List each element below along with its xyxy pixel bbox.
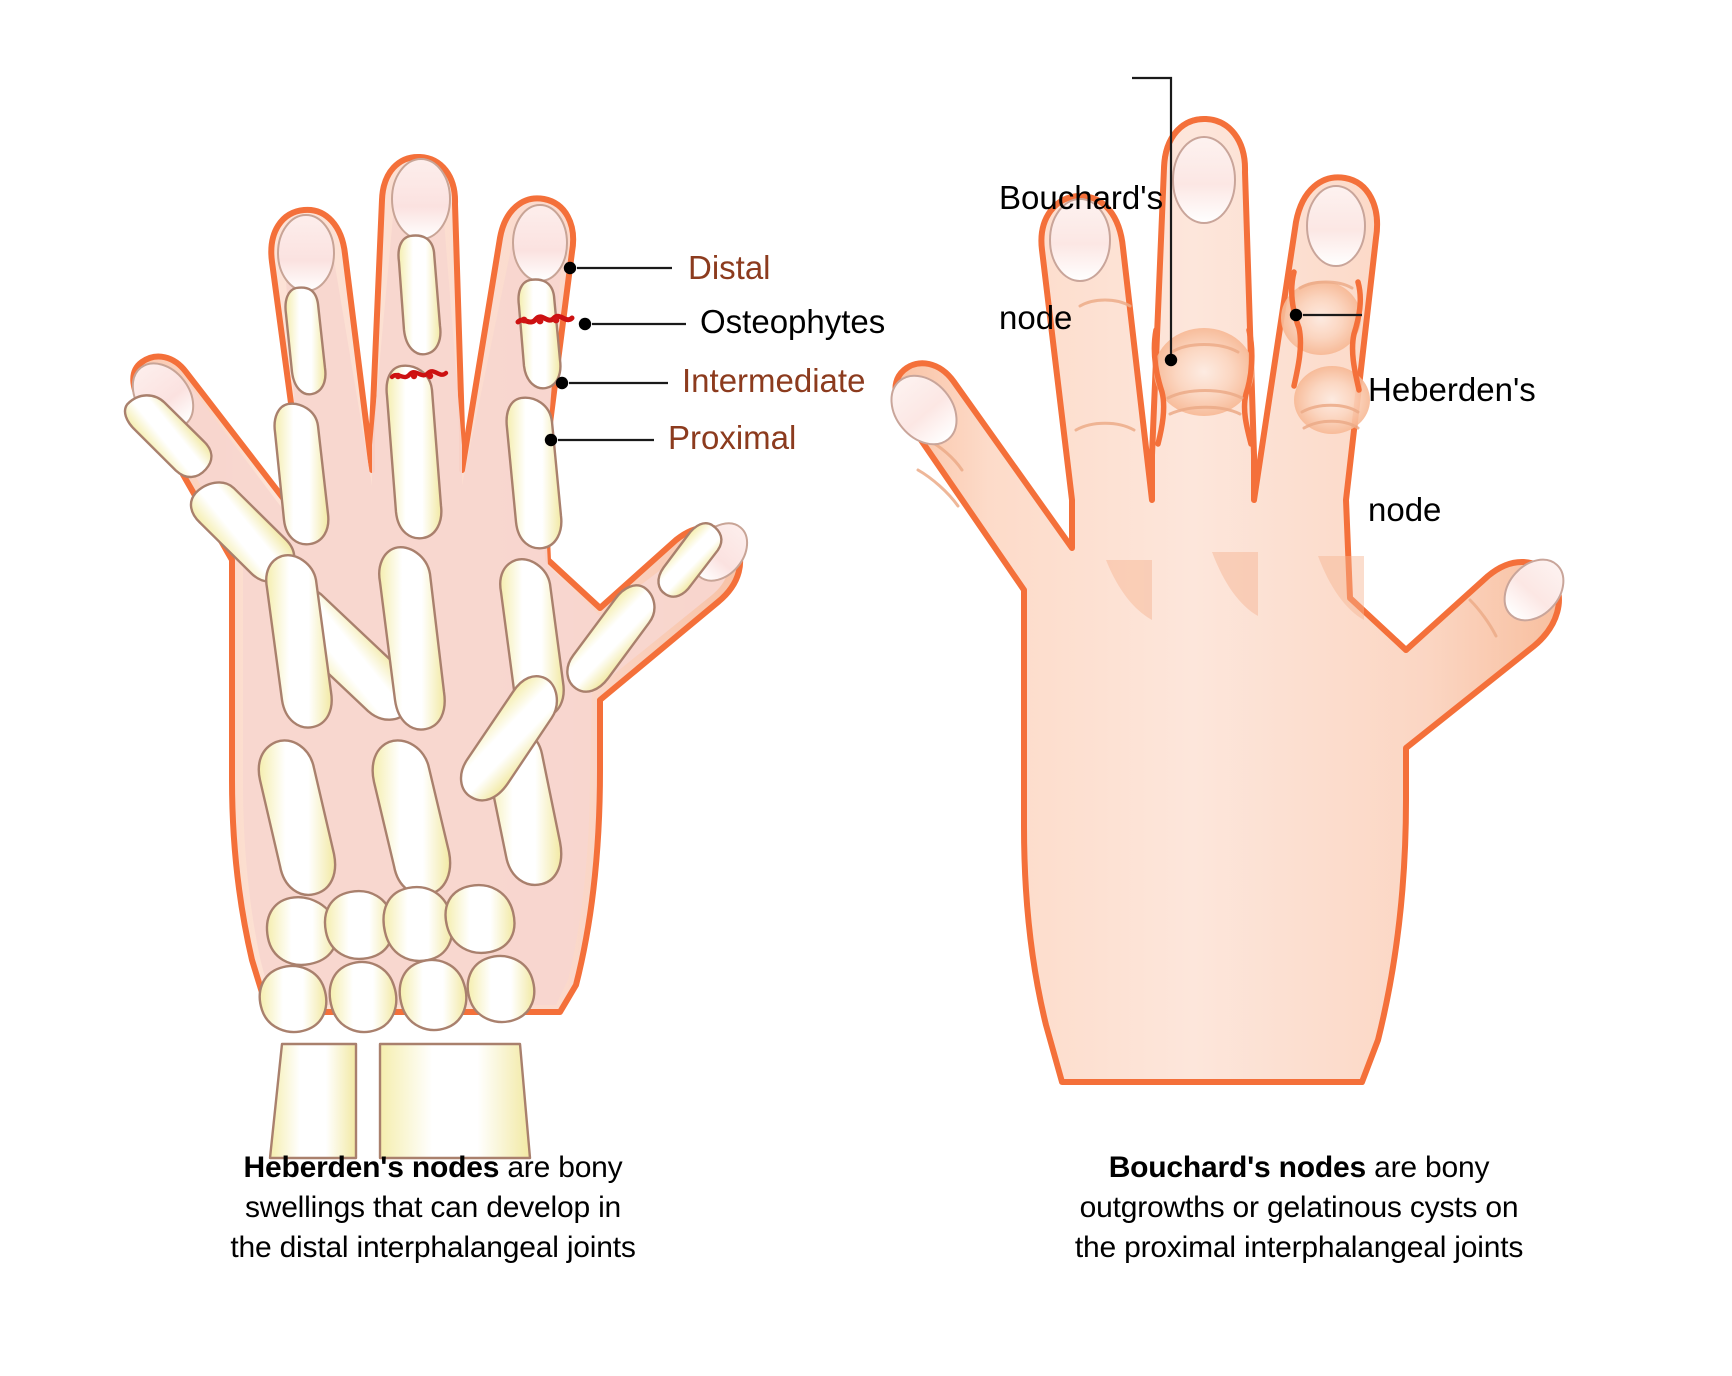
- ulna-bone: [378, 1042, 532, 1160]
- bones-group: [123, 234, 723, 1160]
- osteophyte-middle-finger: [389, 369, 449, 380]
- osteophyte-marks-group: [389, 313, 575, 380]
- finger-contours: [1151, 116, 1363, 447]
- caption-heberdens: Heberden's nodes are bony swellings that…: [0, 1148, 866, 1268]
- label-osteophytes: Osteophytes: [700, 303, 886, 340]
- caption-line-1-r: Bouchard's nodes are bony: [866, 1148, 1732, 1188]
- osteophyte-ring-finger: [515, 313, 575, 325]
- crease-thumb-2: [916, 468, 960, 508]
- crease-index-dip: [1078, 298, 1132, 308]
- dot-osteophytes: [578, 317, 592, 331]
- contour-middle-node-left: [1151, 327, 1167, 447]
- carpal-capitate: [382, 885, 454, 963]
- caption-line-3: the distal interphalangeal joints: [230, 1231, 636, 1264]
- caption-rest-heberdens: are bony: [499, 1151, 623, 1184]
- skin-crease-lines: [916, 280, 1498, 638]
- carpal-hamate: [444, 883, 516, 955]
- caption-line-3-r: the proximal interphalangeal joints: [1074, 1231, 1524, 1264]
- dot-distal: [563, 261, 577, 275]
- carpal-bones-group: [258, 883, 536, 1034]
- contour-middle-finger-left: [1161, 116, 1209, 171]
- label-heberdens-line1: Heberden's: [1368, 371, 1536, 408]
- leader-dots-right: [1164, 308, 1303, 367]
- middle-proximal-phalanx: [378, 546, 446, 731]
- leader-lines-right: [1132, 76, 1362, 360]
- dot-bouchards: [1164, 353, 1178, 367]
- right-panel-bouchards: Bouchard's node Heberden's node Bouchard…: [866, 0, 1732, 1376]
- skin-hand-diagram: [890, 76, 1565, 1085]
- nail-pinky-skin: [1503, 558, 1565, 622]
- leader-dots-left: [544, 261, 592, 447]
- nail-index-skin: [1049, 198, 1111, 282]
- pinky-distal-phalanx: [657, 522, 723, 598]
- crease-pinky: [1468, 598, 1498, 638]
- carpal-scaphoid: [258, 964, 328, 1034]
- dot-proximal: [544, 433, 558, 447]
- crease-middle-pip-1: [1166, 389, 1244, 400]
- dot-intermediate: [555, 376, 569, 390]
- pinky-bones: [459, 522, 723, 802]
- caption-line-2: swellings that can develop in: [244, 1191, 622, 1224]
- nail-thumb-skin: [890, 374, 958, 446]
- carpal-lunate: [328, 960, 398, 1034]
- nail-middle-skin: [1172, 136, 1236, 224]
- caption-rest-bouchards: are bony: [1366, 1151, 1490, 1184]
- label-heberdens-node: Heberden's node: [1368, 290, 1536, 610]
- pinky-proximal-phalanx: [566, 584, 656, 693]
- leader-lines-left: [558, 266, 686, 442]
- label-bouchards-line1: Bouchard's: [999, 179, 1164, 216]
- label-distal: Distal: [688, 249, 771, 286]
- crease-ring-dip: [1298, 280, 1354, 290]
- finger-web-shading: [1106, 552, 1364, 620]
- label-heberdens-line2: node: [1368, 491, 1442, 528]
- contour-ring-node-left: [1289, 269, 1304, 389]
- bouchards-node-swelling-middle: [1154, 328, 1254, 416]
- label-intermediate: Intermediate: [682, 362, 866, 399]
- caption-line-2-r: outgrowths or gelatinous cysts on: [1079, 1191, 1519, 1224]
- carpal-trapezium: [265, 896, 339, 967]
- middle-distal-phalanx: [397, 234, 442, 356]
- index-finger-bones: [257, 286, 337, 897]
- nail-index: [277, 214, 335, 292]
- index-proximal-phalanx: [265, 554, 333, 729]
- nail-ring: [512, 204, 568, 282]
- thumb-distal-phalanx: [123, 394, 213, 479]
- forearm-bones: [268, 1042, 532, 1160]
- index-distal-phalanx: [284, 286, 327, 396]
- fingernails-group-skin: [890, 136, 1565, 622]
- hand-body-silhouette: [892, 115, 1562, 1085]
- crease-ring-pip-2: [1302, 419, 1360, 430]
- left-panel-heberdens: Distal Osteophytes Intermediate Proximal…: [0, 153, 885, 1268]
- label-bouchards-node: Bouchard's node: [999, 98, 1163, 418]
- crease-middle-pip-2: [1168, 405, 1242, 416]
- label-proximal: Proximal: [668, 419, 797, 456]
- middle-finger-bones: [371, 234, 452, 897]
- carpal-pisiform: [466, 954, 536, 1024]
- dot-heberdens: [1289, 308, 1303, 322]
- contour-ring-node-right: [1349, 279, 1363, 393]
- carpal-trapezoid: [323, 889, 395, 961]
- crease-index-pip: [1074, 421, 1136, 432]
- pinky-metacarpal: [459, 675, 559, 802]
- bouchards-node-swelling-ring: [1294, 366, 1370, 434]
- radius-bone: [268, 1042, 358, 1160]
- label-bouchards-line2: node: [999, 299, 1073, 336]
- caption-bold-bouchards: Bouchard's nodes: [1108, 1151, 1367, 1184]
- contour-middle-node-right: [1241, 327, 1255, 447]
- caption-bouchards: Bouchard's nodes are bony outgrowths or …: [866, 1148, 1732, 1268]
- leader-line-bouchards: [1132, 76, 1173, 360]
- nail-middle: [391, 158, 451, 240]
- nail-ring-skin: [1306, 185, 1366, 267]
- index-intermediate-phalanx: [273, 402, 330, 546]
- index-metacarpal: [257, 739, 337, 897]
- caption-line-1: Heberden's nodes are bony: [0, 1148, 866, 1188]
- caption-bold-heberdens: Heberden's nodes: [243, 1151, 500, 1184]
- carpal-triquetrum: [398, 958, 468, 1032]
- ring-distal-phalanx: [517, 278, 562, 390]
- skeletal-hand-diagram: [123, 153, 749, 1160]
- crease-ring-pip-1: [1300, 403, 1360, 414]
- crease-middle-dip: [1170, 343, 1240, 354]
